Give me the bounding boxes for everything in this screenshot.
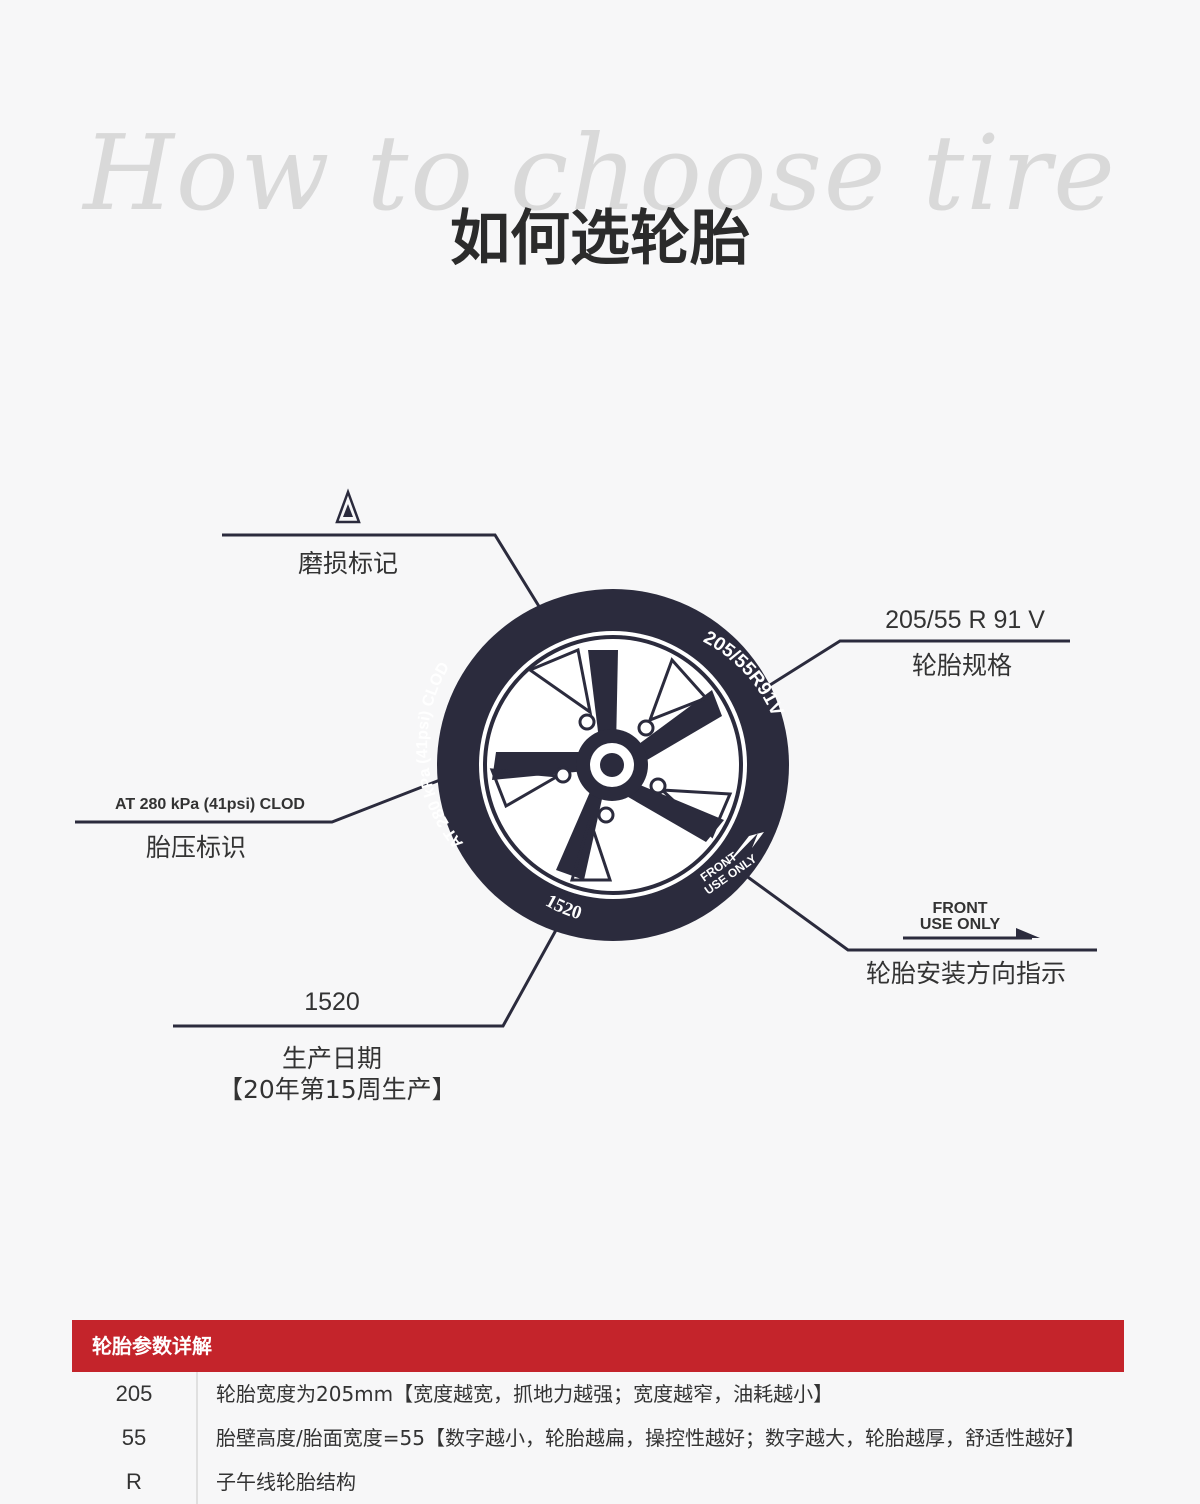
params-header: 轮胎参数详解 [72,1320,1124,1372]
pressure-code: AT 280 kPa (41psi) CLOD [115,796,305,813]
pressure-leader [75,778,441,824]
param-key: 205 [72,1372,198,1416]
pressure-label: 胎压标识 [145,833,246,862]
direction-leader [744,873,1097,952]
tire-direction-arrow-icon [724,832,764,868]
direction-code: FRONT USE ONLY [910,901,1010,933]
param-value: 胎壁高度/胎面宽度=55【数字越小，轮胎越扁，操控性越好；数字越大，轮胎越厚，舒… [216,1426,1085,1450]
page-title: 如何选轮胎 [450,204,750,274]
date-note: 【20年第15周生产】 [218,1075,457,1104]
wear-triangle-icon [335,488,361,524]
params-table: 轮胎参数详解 205 轮胎宽度为205mm【宽度越宽，抓地力越强；宽度越窄，油耗… [72,1320,1124,1504]
direction-line2: USE ONLY [919,916,1001,933]
wear-mark-leader [222,533,542,609]
param-key: 55 [72,1416,198,1460]
spec-leader [769,639,1070,687]
background-watermark-title: How to choose tire [83,112,1117,234]
param-value: 轮胎宽度为205mm【宽度越宽，抓地力越强；宽度越窄，油耗越小】 [216,1382,834,1406]
date-leader [173,929,558,1028]
direction-label: 轮胎安装方向指示 [865,959,1066,988]
date-label: 生产日期 [281,1044,382,1073]
param-value: 子午线轮胎结构 [216,1470,356,1494]
table-row: 205 轮胎宽度为205mm【宽度越宽，抓地力越强；宽度越窄，油耗越小】 [72,1372,1124,1416]
table-row: 55 胎壁高度/胎面宽度=55【数字越小，轮胎越扁，操控性越好；数字越大，轮胎越… [72,1416,1124,1460]
spec-label: 轮胎规格 [911,651,1012,680]
param-key: R [72,1460,198,1504]
leader-lines [75,533,1097,1028]
direction-line1: FRONT [932,900,988,917]
spec-code: 205/55 R 91 V [885,606,1045,634]
rim-hub [554,713,667,824]
table-row: R 子午线轮胎结构 [72,1460,1124,1504]
date-code: 1520 [304,988,360,1016]
tire-diagram: AT 280 kPa (41psi) CLOD 205/55R91V 1520 … [75,488,1097,1028]
direction-arrow-icon [903,928,1040,940]
wear-mark-label: 磨损标记 [297,549,398,578]
rim-windows [489,647,733,882]
